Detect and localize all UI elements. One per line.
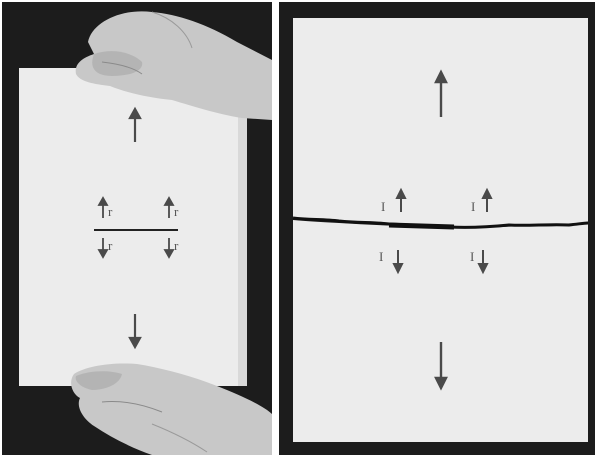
- photo-right-canvas: I I I I: [279, 2, 595, 455]
- arrow-label-up-left: I: [381, 199, 385, 214]
- arrow-label-down-left: I: [379, 249, 383, 264]
- arrow-label-down-right: r: [174, 238, 179, 253]
- arrow-label-down-left: r: [108, 238, 113, 253]
- arrow-label-down-right: I: [470, 249, 474, 264]
- arrow-label-up-right: r: [174, 204, 179, 219]
- paper-upper-half: [293, 18, 588, 226]
- arrow-label-up-left: r: [108, 204, 113, 219]
- photo-left-canvas: r r r r: [2, 2, 272, 455]
- arrow-label-up-right: I: [471, 199, 475, 214]
- tear-thick-segment: [389, 225, 454, 227]
- photo-left: r r r r: [2, 2, 272, 455]
- paper-lower-half: [293, 220, 588, 442]
- photo-right: I I I I: [279, 2, 595, 455]
